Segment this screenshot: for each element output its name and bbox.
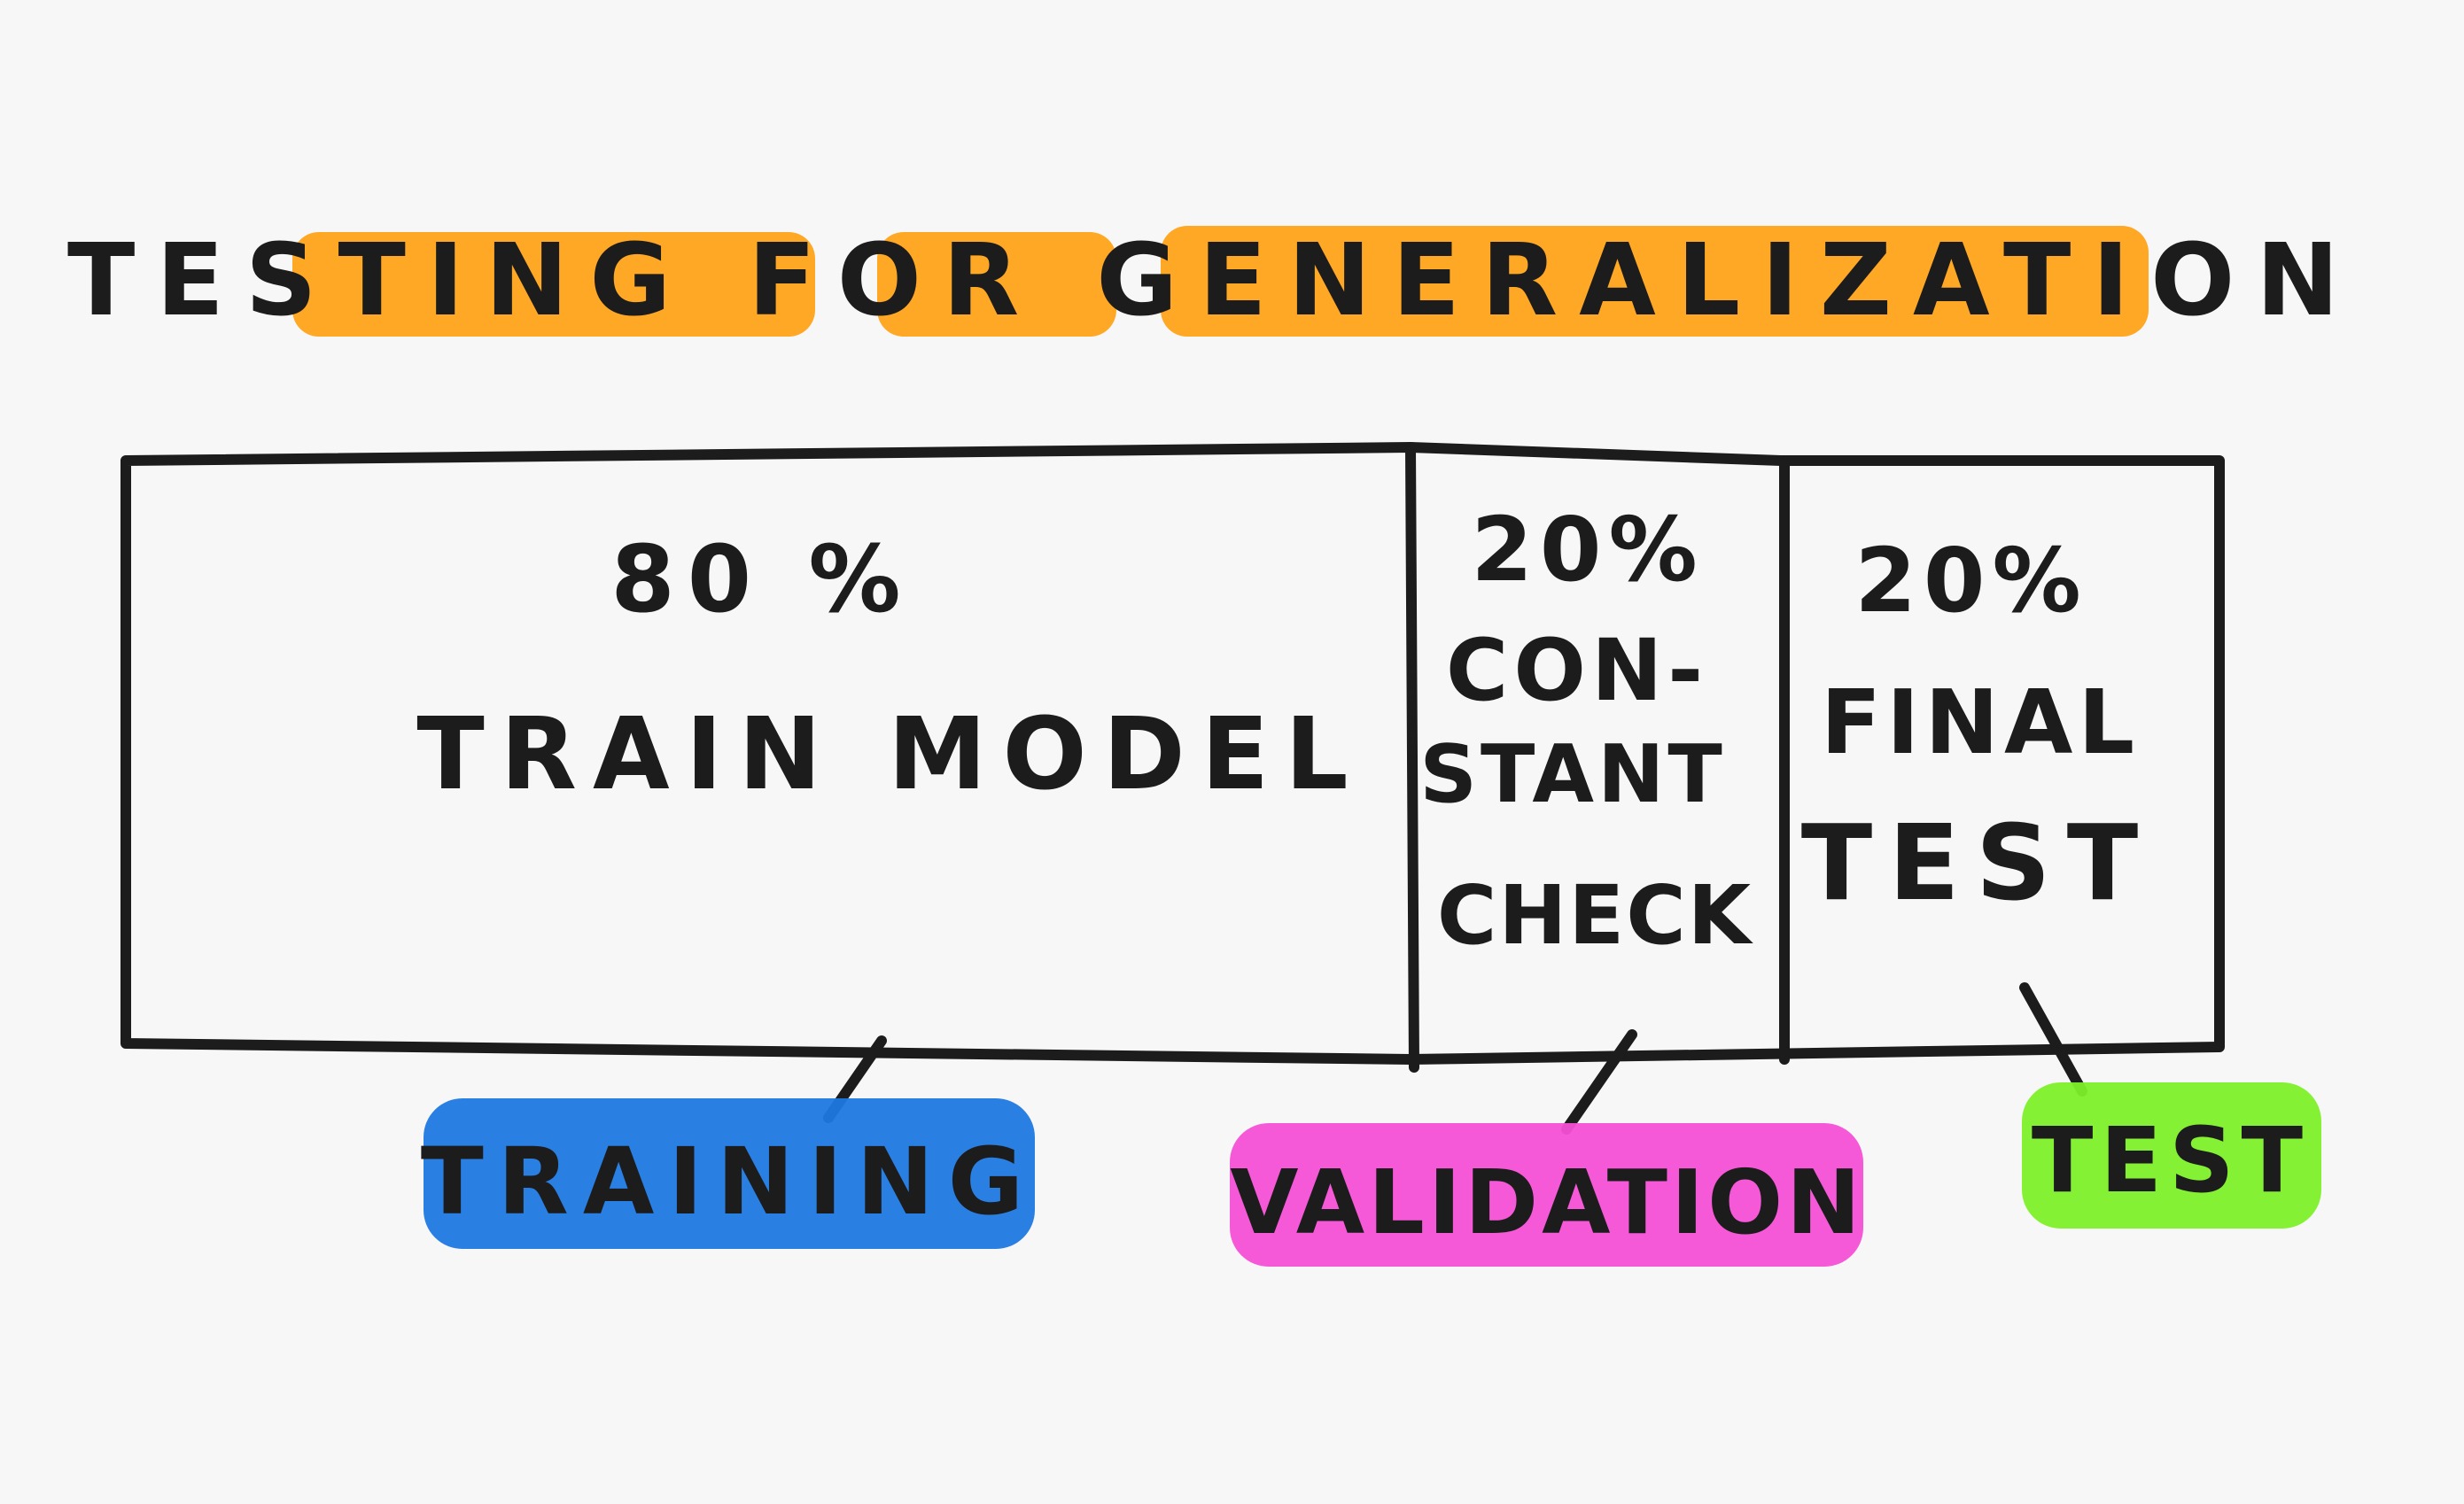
training-text-line-1: TRAIN MODEL <box>416 697 1364 812</box>
title-highlight-right <box>1161 226 2149 337</box>
diagram-title: TESTING FOR GENERALIZATION <box>67 223 2360 338</box>
divider-training-validation <box>1405 442 1419 1073</box>
validation-percent: 20% <box>1471 498 1704 601</box>
box-outline <box>120 442 2225 1065</box>
validation-text-line-1: CON- <box>1446 621 1708 720</box>
split-box <box>120 442 2225 1073</box>
validation-text-line-3: CHECK <box>1437 868 1754 963</box>
validation-leader <box>1561 1029 1637 1135</box>
test-text-line-1: FINAL <box>1821 671 2140 774</box>
training-label: TRAINING <box>421 1128 1038 1236</box>
title-highlight <box>292 226 2149 337</box>
title-highlight-left <box>292 232 815 337</box>
test-label: TEST <box>2032 1108 2310 1213</box>
test-percent: 20% <box>1854 529 2087 632</box>
validation-label-highlight <box>1230 1123 1863 1267</box>
test-leader <box>2019 982 2087 1097</box>
title-highlight-middle <box>877 232 1116 337</box>
validation-text-line-2: STANT <box>1419 728 1726 821</box>
training-percent: 80 % <box>610 525 913 633</box>
test-label-highlight <box>2022 1082 2321 1229</box>
training-label-highlight <box>424 1098 1035 1249</box>
validation-label: VALIDATION <box>1230 1151 1864 1254</box>
test-text-line-2: TEST <box>1801 802 2155 924</box>
